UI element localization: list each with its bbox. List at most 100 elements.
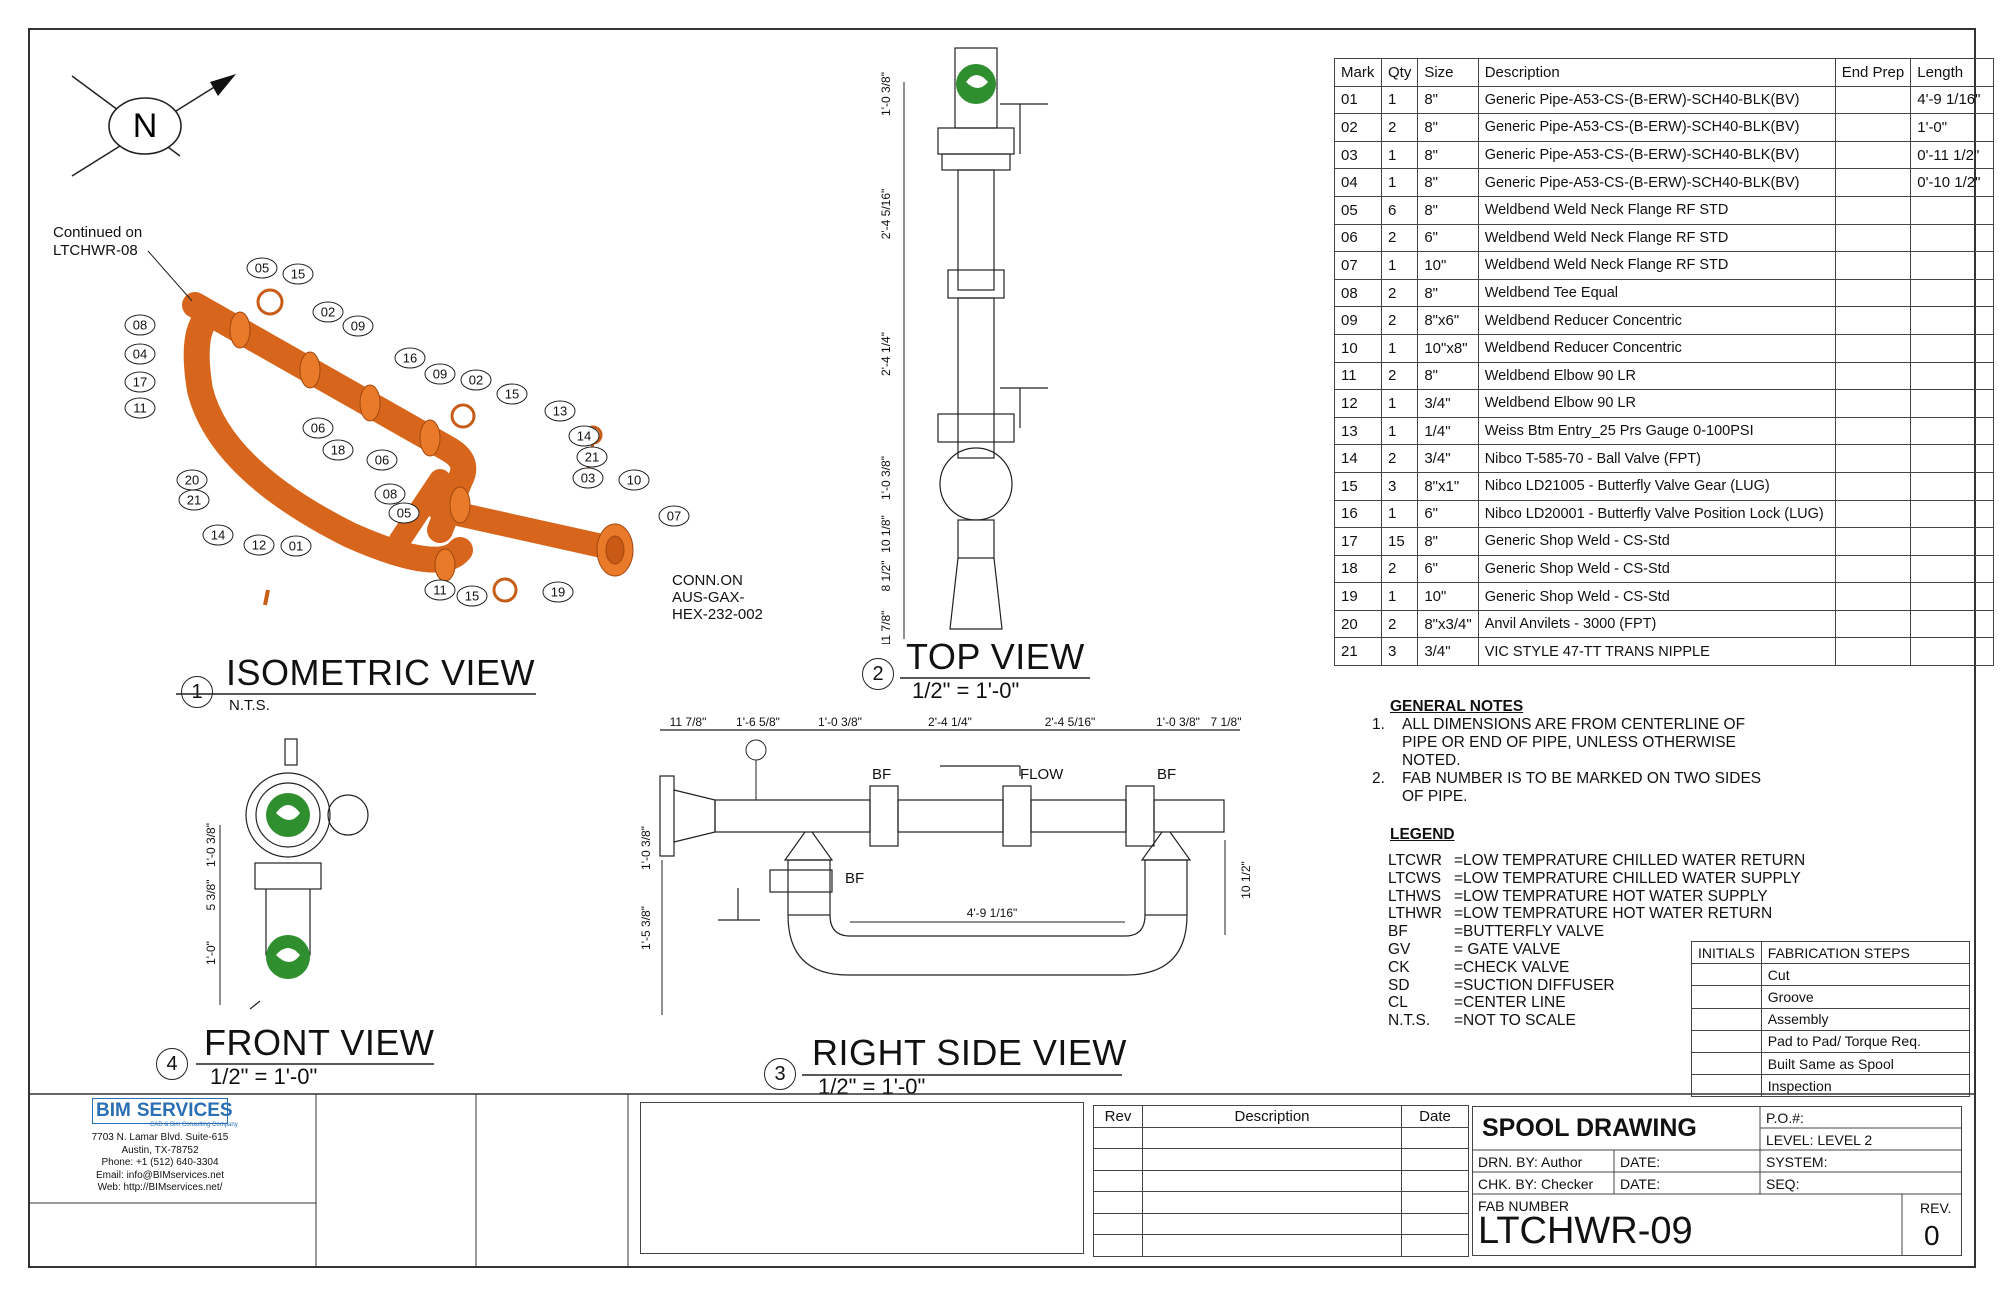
bom-cell-size: 6" (1417, 554, 1479, 584)
callout-bubble: 06 (366, 449, 398, 471)
callout-bubble: 07 (658, 505, 690, 527)
email-link[interactable]: info@BIMservices.net (126, 1169, 224, 1181)
front-dim-label: 1'-0" (204, 941, 218, 965)
legend-item: LTHWR=LOW TEMPRATURE HOT WATER RETURN (1388, 905, 1805, 923)
bom-cell-size: 1/4" (1417, 416, 1479, 446)
bom-cell-qty: 3 (1380, 471, 1419, 501)
continued-label: Continued on (53, 224, 143, 241)
bom-cell-mark: 06 (1334, 223, 1382, 253)
legend-text: =SUCTION DIFFUSER (1454, 976, 1615, 994)
bom-cell-mark: 05 (1334, 195, 1382, 225)
rev-header-rev: Rev (1093, 1105, 1143, 1128)
legend-abbr: GV (1388, 940, 1411, 958)
date-2: DATE: (1620, 1176, 1661, 1192)
legend-abbr: CL (1388, 994, 1408, 1012)
bom-cell-size: 8"x1" (1417, 471, 1479, 501)
fab-step-label: Built Same as Spool (1760, 1051, 1970, 1076)
bom-cell-desc: Weldbend Elbow 90 LR (1477, 389, 1836, 418)
legend-abbr: N.T.S. (1388, 1012, 1431, 1030)
callout-bubble: 12 (243, 534, 275, 556)
right-side-drawing (659, 729, 1240, 1015)
isometric-drawing (182, 288, 634, 606)
bom-cell-qty: 6 (1380, 195, 1419, 225)
legend-list: LTCWR=LOW TEMPRATURE CHILLED WATER RETUR… (1388, 852, 1805, 1030)
bom-cell-mark: 12 (1334, 389, 1382, 418)
top-dim-label: 2'-4 1/4" (879, 332, 893, 376)
bom-cell-len: 4'-9 1/16" (1910, 85, 1995, 115)
top-view-drawing (903, 47, 1048, 639)
view-number-top: 2 (862, 658, 894, 690)
top-dim-label: 11 7/8" (879, 611, 893, 644)
bom-header-row: Mark Qty Size Description End Prep Lengt… (1334, 58, 1995, 87)
continued-ref: LTCHWR-08 (53, 242, 138, 259)
note-line-2: PIPE OR END OF PIPE, UNLESS OTHERWISE (1402, 734, 1736, 751)
bom-cell-qty: 2 (1380, 444, 1419, 473)
callout-label: 08 (383, 487, 397, 502)
callout-bubble: 03 (572, 467, 604, 489)
bom-cell-mark: 02 (1334, 113, 1382, 142)
bom-cell-mark: 09 (1334, 306, 1382, 335)
callout-label: 15 (465, 589, 479, 604)
title-block-lines (1472, 1106, 1962, 1256)
fab-step-row: Groove (1691, 985, 1970, 1009)
legend-item: BF=BUTTERFLY VALVE (1388, 923, 1805, 941)
bom-cell-desc: Weldbend Weld Neck Flange RF STD (1477, 195, 1836, 225)
bom-cell-size: 6" (1417, 499, 1479, 529)
callout-label: 19 (551, 585, 565, 600)
callout-bubble: 16 (394, 347, 426, 369)
bom-cell-qty: 1 (1380, 168, 1419, 197)
bom-cell-size: 10"x8" (1417, 333, 1479, 363)
checked-by: CHK. BY: Checker (1478, 1176, 1594, 1192)
bom-cell-desc: Weldbend Elbow 90 LR (1477, 361, 1836, 391)
bf-label-1: BF (872, 766, 892, 783)
bom-cell-qty: 1 (1380, 140, 1419, 170)
underline-right (802, 1074, 1122, 1076)
callout-bubble: 01 (280, 535, 312, 557)
bom-cell-desc: Generic Shop Weld - CS-Std (1477, 554, 1836, 584)
flow-label: FLOW (1020, 766, 1064, 783)
bom-cell-desc: Generic Shop Weld - CS-Std (1477, 582, 1836, 611)
seq-label: SEQ: (1766, 1176, 1800, 1192)
fab-step-label: Pad to Pad/ Torque Req. (1760, 1029, 1970, 1053)
conn-line-3: HEX-232-002 (672, 606, 763, 623)
bom-cell-qty: 2 (1380, 361, 1419, 391)
front-dim-labels: 1'-0 3/8"5 3/8"1'-0" (204, 823, 218, 965)
callout-label: 09 (351, 319, 365, 334)
legend-abbr: CK (1388, 958, 1410, 976)
conn-line-1: CONN.ON (672, 572, 743, 589)
view-title-isometric: ISOMETRIC VIEW (226, 652, 536, 693)
system-label: SYSTEM: (1766, 1154, 1828, 1170)
rev-label: REV. (1920, 1200, 1952, 1216)
note-num-1: 1. (1372, 716, 1385, 733)
company-address: 7703 N. Lamar Blvd. Suite-615 Austin, TX… (40, 1132, 280, 1195)
bom-cell-qty: 1 (1380, 333, 1419, 363)
callout-label: 01 (289, 539, 303, 554)
fab-step-initials (1691, 985, 1762, 1009)
legend-item: SD=SUCTION DIFFUSER (1388, 977, 1805, 995)
bom-cell-mark: 03 (1334, 140, 1382, 170)
callout-label: 20 (185, 473, 199, 488)
bom-cell-end (1834, 527, 1912, 556)
callout-label: 11 (133, 401, 147, 416)
bom-cell-mark: 17 (1334, 527, 1382, 556)
bom-cell-end (1834, 444, 1912, 473)
callout-bubble: 09 (342, 315, 374, 337)
right-left-dim-label: 1'-0 3/8" (639, 826, 653, 870)
bom-cell-size: 10" (1417, 582, 1479, 611)
bom-cell-mark: 18 (1334, 554, 1382, 584)
bom-cell-size: 8"x6" (1417, 306, 1479, 335)
web-link[interactable]: http://BIMservices.net/ (123, 1182, 223, 1193)
bom-cell-end (1834, 223, 1912, 253)
bom-cell-qty: 3 (1380, 637, 1419, 667)
legend-item: N.T.S.=NOT TO SCALE (1388, 1012, 1805, 1030)
top-dim-label: 10 1/8" (879, 515, 893, 553)
bom-cell-qty: 2 (1380, 306, 1419, 335)
